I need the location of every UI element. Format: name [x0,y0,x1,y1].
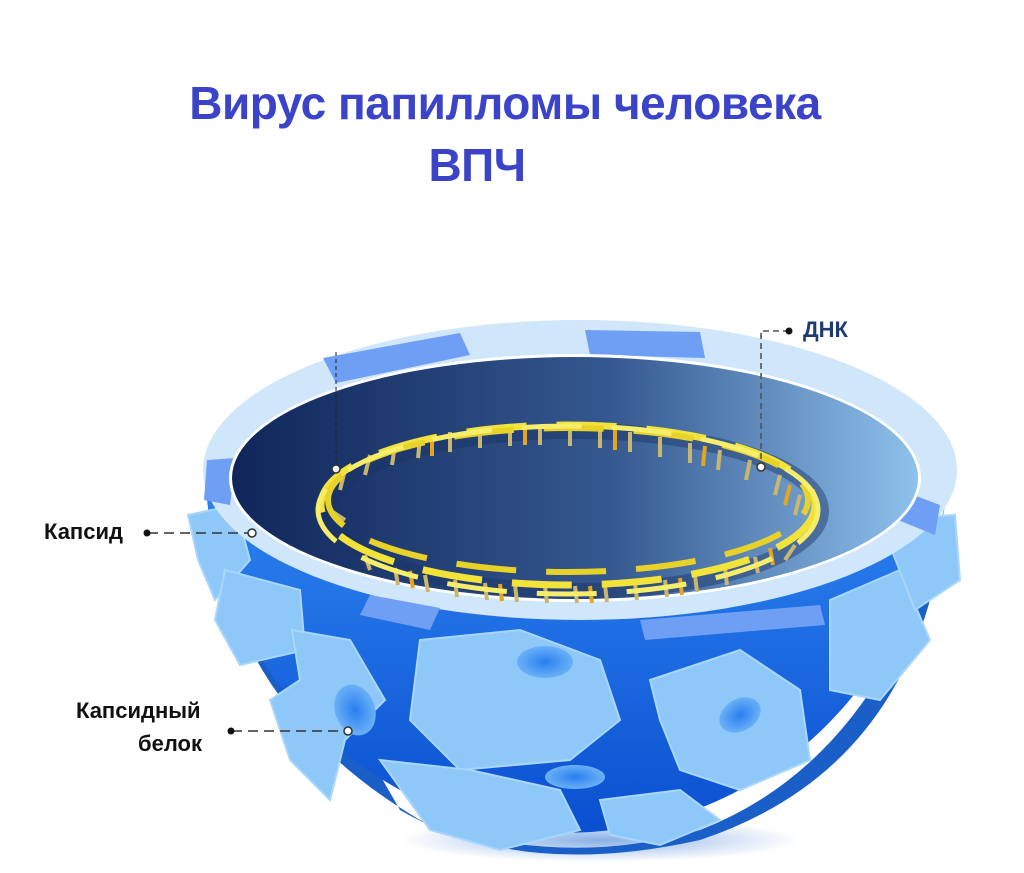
dna-ring [315,421,829,604]
page-subtitle: ВПЧ [428,139,526,191]
protein-holes [334,646,761,789]
capsid-protein-leader-line [227,726,353,736]
label-dna: ДНК [803,317,848,342]
dna-leader-line [756,327,793,472]
label-capsid: Капсид [44,519,123,544]
capsid-rim [203,320,957,640]
capsid-leader-line [143,528,257,538]
label-capsid-protein-line2: белок [138,731,202,756]
inner-leader-line [331,352,341,474]
label-capsid-protein-line1: Капсидный [76,698,201,723]
page-title: Вирус папилломы человека [189,77,821,129]
capsid-interior [232,357,918,599]
